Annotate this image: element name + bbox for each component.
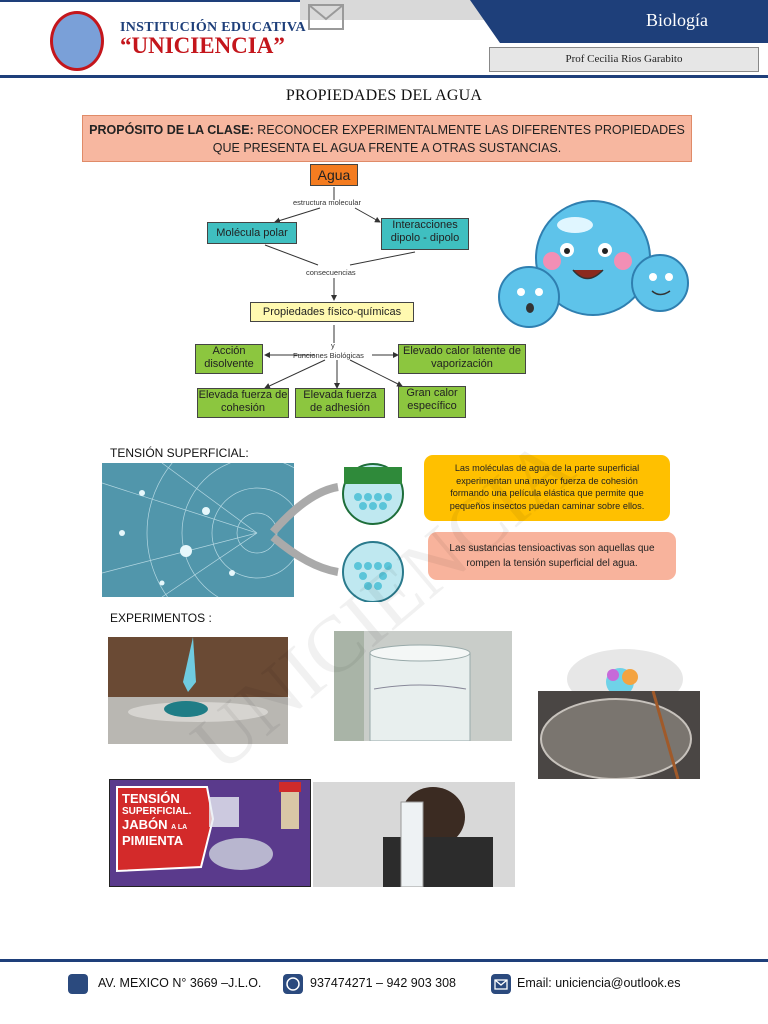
poster-line-5: PIMIENTA bbox=[122, 833, 184, 848]
poster-line-2: SUPERFICIAL. bbox=[122, 806, 192, 817]
concept-specific-heat: Gran calor específico bbox=[398, 386, 466, 418]
footer-phone: 937474271 – 942 903 308 bbox=[310, 976, 456, 990]
location-icon bbox=[68, 974, 88, 994]
school-logo bbox=[50, 11, 104, 71]
concept-solvent: Acción disolvente bbox=[195, 344, 263, 374]
tension-note-2: Las sustancias tensioactivas son aquella… bbox=[428, 532, 676, 580]
purpose-box: PROPÓSITO DE LA CLASE: RECONOCER EXPERIM… bbox=[82, 115, 692, 162]
bubble-photo bbox=[538, 691, 700, 779]
poster-line-1: TENSIÓN bbox=[122, 791, 180, 806]
institution-type: INSTITUCIÓN EDUCATIVA bbox=[120, 20, 306, 35]
institution-name: “UNICIENCIA” bbox=[120, 33, 285, 58]
poster-title: TENSIÓN SUPERFICIAL. JABÓN A LA PIMIENTA bbox=[122, 792, 191, 847]
glass-water-photo bbox=[334, 631, 512, 741]
concept-link-functions: Funciones Biológicas bbox=[293, 351, 364, 360]
tension-note-1: Las moléculas de agua de la parte superf… bbox=[424, 455, 670, 521]
concept-root: Agua bbox=[310, 164, 358, 186]
concept-link-y: y bbox=[331, 341, 335, 350]
molecule-diagram bbox=[269, 463, 404, 602]
concept-properties: Propiedades físico-químicas bbox=[250, 302, 414, 322]
concept-polar: Molécula polar bbox=[207, 222, 297, 244]
concept-link-consequences: consecuencias bbox=[306, 268, 356, 277]
teacher-name: Prof Cecilia Rios Garabito bbox=[489, 47, 759, 72]
poster-line-4: A LA bbox=[171, 824, 188, 831]
poster-line-3: JABÓN bbox=[122, 817, 168, 832]
concept-adhesion: Elevada fuerza de adhesión bbox=[295, 388, 385, 418]
header-banner bbox=[0, 0, 768, 78]
page-title: PROPIEDADES DEL AGUA bbox=[285, 87, 483, 104]
email-icon bbox=[491, 974, 511, 994]
concept-link-structure: estructura molecular bbox=[293, 198, 361, 207]
water-drops-illustration bbox=[498, 200, 689, 328]
coin-drop-photo bbox=[108, 637, 288, 744]
bottle-experiment-photo bbox=[313, 782, 515, 887]
concept-map-arrows bbox=[264, 187, 416, 389]
tension-heading: TENSIÓN SUPERFICIAL: bbox=[110, 446, 249, 460]
concept-cohesion: Elevada fuerza de cohesión bbox=[197, 388, 289, 418]
concept-latent-heat: Elevado calor latente de vaporización bbox=[398, 344, 526, 374]
whatsapp-icon bbox=[283, 974, 303, 994]
concept-interactions: Interacciones dipolo - dipolo bbox=[381, 218, 469, 250]
envelope-icon bbox=[308, 4, 344, 30]
milk-color-photo bbox=[565, 637, 685, 697]
subject-title: Biología bbox=[646, 10, 708, 30]
footer-email: Email: uniciencia@outlook.es bbox=[517, 976, 681, 990]
spiderweb-photo bbox=[102, 463, 294, 597]
footer-divider bbox=[0, 959, 768, 962]
pepper-experiment-poster bbox=[109, 779, 311, 887]
purpose-text: RECONOCER EXPERIMENTALMENTE LAS DIFERENT… bbox=[212, 123, 685, 155]
experiments-heading: EXPERIMENTOS : bbox=[110, 611, 212, 625]
purpose-label: PROPÓSITO DE LA CLASE: bbox=[89, 123, 254, 137]
footer-address: AV. MEXICO N° 3669 –J.L.O. bbox=[98, 976, 262, 990]
